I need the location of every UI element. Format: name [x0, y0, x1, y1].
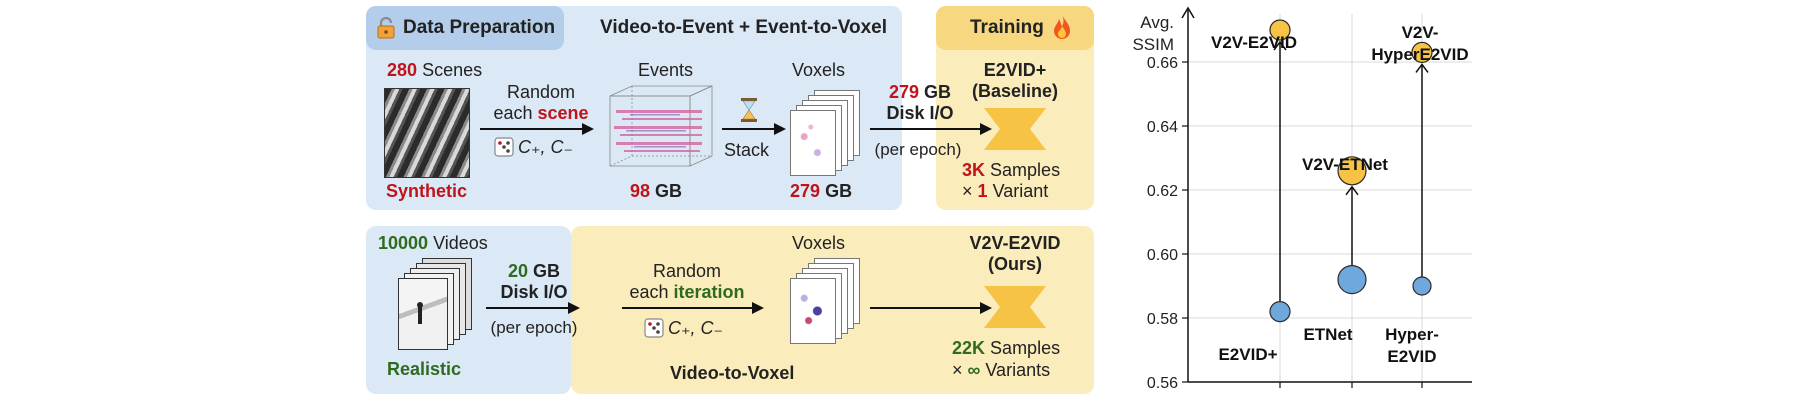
arrow-to-v2v	[486, 302, 580, 314]
data-preparation-tab-label: Data Preparation	[403, 17, 556, 38]
ours-variants-line: × ∞ Variants	[952, 360, 1051, 380]
point-label-after: V2V-E2VID	[1211, 33, 1297, 52]
realistic-label: Realistic	[387, 359, 462, 379]
baseline-subtitle: (Baseline)	[971, 81, 1059, 101]
stack-label: Stack	[724, 140, 770, 160]
point-label-before: ETNet	[1303, 325, 1352, 344]
lock-icon	[374, 16, 398, 40]
top-each-scene-label: each scene	[493, 103, 589, 123]
synthetic-label: Synthetic	[386, 181, 468, 201]
arrow-to-baseline	[870, 123, 992, 135]
bottom-disk-io-size-line: 20 GB	[507, 261, 561, 281]
y-tick-label: 0.62	[1147, 183, 1178, 200]
bottom-disk-io-label: Disk I/O	[500, 282, 568, 302]
improvement-arrow-head	[1345, 185, 1359, 196]
bottom-random-label: Random	[652, 261, 722, 281]
top-contrast-formula: C₊, C₋	[518, 137, 574, 157]
scenes-count-line: 280 Scenes	[387, 60, 483, 80]
arrow-to-events	[480, 123, 594, 135]
y-tick-label: 0.58	[1147, 311, 1178, 328]
point-label-after: V2V-ETNet	[1302, 155, 1388, 174]
point-label-after: HyperE2VID	[1371, 45, 1468, 64]
dice-icon	[494, 137, 514, 157]
baseline-title: E2VID+	[983, 60, 1047, 80]
ours-samples-line: 22K Samples	[952, 338, 1061, 358]
ours-title: V2V-E2VID	[969, 233, 1061, 253]
bottom-per-epoch: (per epoch)	[490, 318, 578, 337]
improvement-arrow-head	[1273, 40, 1287, 51]
arrow-to-bottom-voxels	[622, 302, 764, 314]
top-voxel-stack	[790, 90, 870, 176]
ours-subtitle: (Ours)	[988, 254, 1042, 274]
baseline-network-icon	[984, 108, 1046, 150]
events-size-line: 98 GB	[630, 181, 683, 201]
events-point-cloud	[609, 85, 713, 167]
v2v-point	[1337, 156, 1367, 186]
top-voxels-label: Voxels	[792, 60, 846, 80]
training-tab-label: Training	[970, 17, 1044, 38]
bottom-contrast-formula: C₊, C₋	[668, 318, 724, 338]
y-tick-label: 0.64	[1147, 119, 1178, 136]
prep-tab	[366, 6, 564, 50]
improvement-arrow-head	[1415, 63, 1429, 73]
v2v-point	[1411, 41, 1433, 64]
top-section-title: Video-to-Event + Event-to-Voxel	[600, 17, 887, 38]
baseline-point	[1337, 265, 1367, 295]
hourglass-icon	[740, 98, 758, 122]
y-tick-label: 0.66	[1147, 55, 1178, 72]
y-tick-label: 0.60	[1147, 247, 1178, 264]
y-axis-label: Avg.	[1140, 13, 1174, 32]
point-label-before: E2VID+	[1218, 345, 1277, 364]
fire-icon	[1052, 14, 1072, 40]
dice-icon	[644, 318, 664, 338]
top-voxels-size-line: 279 GB	[790, 181, 853, 201]
y-axis-label: SSIM	[1132, 35, 1174, 54]
videos-count-line: 10000 Videos	[378, 233, 488, 253]
arrow-to-voxels	[722, 123, 786, 135]
point-label-before: Hyper-	[1385, 325, 1439, 344]
events-label: Events	[638, 60, 694, 80]
top-disk-io-label: Disk I/O	[886, 103, 954, 123]
top-per-epoch: (per epoch)	[874, 140, 962, 159]
bottom-voxels-label: Voxels	[792, 233, 846, 253]
top-random-label: Random	[506, 82, 576, 102]
top-disk-io-size-line: 279 GB	[888, 82, 952, 102]
y-tick-label: 0.56	[1147, 375, 1178, 392]
arrow-to-ours	[870, 302, 992, 314]
v2v-point	[1269, 19, 1291, 41]
bottom-section-title: Video-to-Voxel	[670, 363, 795, 383]
bottom-voxel-stack	[790, 258, 870, 348]
ours-network-icon	[984, 286, 1046, 328]
baseline-variant-line: × 1 Variant	[962, 181, 1049, 201]
point-label-before: E2VID	[1387, 347, 1436, 366]
synthetic-scene-image	[384, 88, 470, 178]
baseline-point	[1269, 301, 1291, 323]
realistic-video-stack	[398, 258, 476, 350]
point-label-after: V2V-	[1402, 23, 1439, 42]
baseline-point	[1412, 276, 1432, 296]
y-axis-arrow	[1181, 6, 1195, 19]
baseline-samples-line: 3K Samples	[962, 160, 1061, 180]
bottom-each-iteration-label: each iteration	[629, 282, 745, 302]
